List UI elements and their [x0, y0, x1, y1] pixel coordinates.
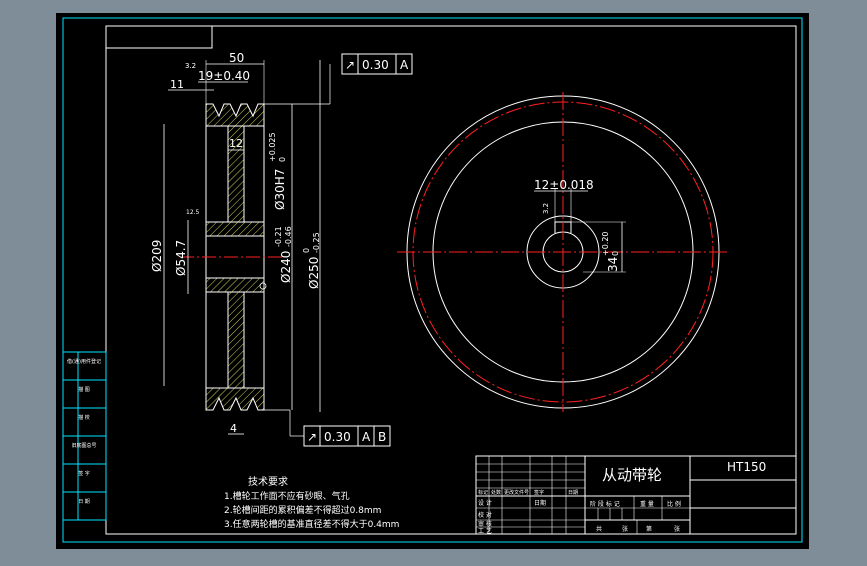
- dim-bottom: 4: [230, 422, 237, 435]
- stage-header-3: 比 例: [667, 500, 681, 508]
- tol-bottom-ref-a: A: [362, 430, 371, 444]
- tol-bottom-ref-b: B: [378, 430, 386, 444]
- stage-header-1: 阶 段 标 记: [590, 500, 620, 508]
- tech-note-1: 1.槽轮工作面不应有砂眼、气孔: [224, 490, 350, 502]
- dim-bore-group: Ø30H7 +0.025 0: [268, 132, 287, 210]
- strip-label-3: 描 校: [78, 414, 90, 421]
- dim-key-tol-upper: +0.20: [601, 231, 610, 256]
- rev-header-2: 处数: [491, 489, 501, 496]
- strip-label-5: 签 字: [78, 470, 90, 477]
- hub-upper-hatch: [205, 221, 265, 237]
- dim-bore: Ø30H7: [273, 169, 287, 210]
- web-lower-hatch: [227, 291, 245, 389]
- material: HT150: [727, 460, 766, 474]
- sheet-label-3: 第: [646, 525, 652, 533]
- tol-bottom-value: 0.30: [324, 430, 351, 444]
- dim-outer-tol-lower: -0.25: [312, 232, 321, 253]
- roughness-b: 12.5: [186, 209, 200, 216]
- drawing-frame: [105, 25, 797, 535]
- rim-top-hatch: [205, 103, 265, 127]
- strip-label-6: 日 期: [78, 499, 90, 505]
- dim-key-tol-lower: 0: [611, 251, 620, 256]
- outer-border: [62, 17, 803, 543]
- rev-header-3: 更改文件号: [504, 489, 529, 496]
- runout-icon-bottom: ↗: [307, 430, 317, 444]
- strip-label-4: 旧底图总号: [71, 442, 96, 449]
- rev-header-5: 日期: [568, 490, 578, 496]
- dim-groove-pitch: 19±0.40: [198, 69, 250, 83]
- tol-top-value: 0.30: [362, 58, 389, 72]
- tech-note-2: 2.轮槽间距的累积偏差不得超过0.8mm: [224, 504, 381, 516]
- tech-note-3: 3.任意两轮槽的基准直径差不得大于0.4mm: [224, 518, 399, 530]
- sign-row-2: 校 对: [478, 511, 492, 519]
- dim-top-width: 50: [229, 51, 244, 65]
- sign-row-1: 设 计: [478, 499, 492, 507]
- sheet-label-4: 张: [674, 525, 680, 533]
- dim-hub-dia: Ø54.7: [174, 240, 188, 276]
- runout-icon-top: ↗: [345, 58, 355, 72]
- technical-requirements: 技术要求 1.槽轮工作面不应有砂眼、气孔 2.轮槽间距的累积偏差不得超过0.8m…: [224, 475, 399, 530]
- dim-edge: 11: [170, 78, 184, 91]
- left-strip: 借(通)用件登记 描 图 描 校 旧底图总号 签 字 日 期: [62, 351, 107, 521]
- dim-hub: 12: [229, 137, 243, 150]
- dim-outer-dia: Ø250: [307, 257, 321, 289]
- dim-inner-tol-lower: -0.46: [284, 226, 293, 247]
- tolerance-frame-top: [341, 53, 413, 75]
- datum-a-symbol: [259, 282, 267, 290]
- dim-bore-tol-lower: 0: [278, 157, 287, 162]
- dim-groove-dia: Ø209: [150, 240, 164, 272]
- hub-lower-hatch: [205, 277, 265, 293]
- front-view: 12±0.018 3.2 34 +0.20 0: [397, 92, 729, 412]
- front-roughness: 3.2: [542, 203, 550, 214]
- corner-label-box: [105, 25, 213, 49]
- dim-key-depth: 34: [606, 257, 620, 272]
- tech-notes-heading: 技术要求: [248, 475, 288, 488]
- sheet-label-1: 共: [596, 525, 602, 533]
- tol-top-ref: A: [400, 58, 409, 72]
- dim-keyway: 12±0.018: [534, 178, 594, 192]
- sheet-label-2: 张: [622, 525, 628, 533]
- title-block: 标记 处数 更改文件号 签字 日期 设 计 校 对 审 核 工 艺 日期 从动带…: [475, 455, 797, 535]
- section-view: 50 19±0.40 11 3.2 12 Ø209 Ø54.7 Ø240 -0.…: [150, 51, 413, 447]
- rev-header-1: 标记: [478, 489, 488, 496]
- canvas-background: [56, 13, 809, 549]
- rim-bottom-hatch: [205, 387, 265, 411]
- part-name: 从动带轮: [602, 466, 662, 484]
- dim-outer-tol-upper: 0: [302, 248, 311, 253]
- date-label: 日期: [534, 499, 546, 507]
- roughness-a: 3.2: [185, 62, 196, 70]
- rev-header-4: 签字: [534, 489, 544, 496]
- tolerance-frame-bottom: [303, 425, 391, 447]
- dim-key-depth-group: 34 +0.20 0: [601, 231, 620, 272]
- stage-header-2: 重 量: [640, 500, 654, 508]
- dim-inner-tol-upper: -0.21: [274, 226, 283, 247]
- dim-outer-dia-group: Ø250 0 -0.25: [302, 232, 321, 289]
- strip-label-2: 描 图: [78, 386, 90, 393]
- sign-row-3: 审 核: [478, 520, 492, 528]
- strip-label-1: 借(通)用件登记: [67, 358, 101, 365]
- dim-bore-tol-upper: +0.025: [268, 132, 277, 162]
- sign-row-4: 工 艺: [478, 527, 492, 535]
- dim-inner-dia-group: Ø240 -0.21 -0.46: [274, 226, 293, 283]
- dim-inner-dia: Ø240: [279, 251, 293, 283]
